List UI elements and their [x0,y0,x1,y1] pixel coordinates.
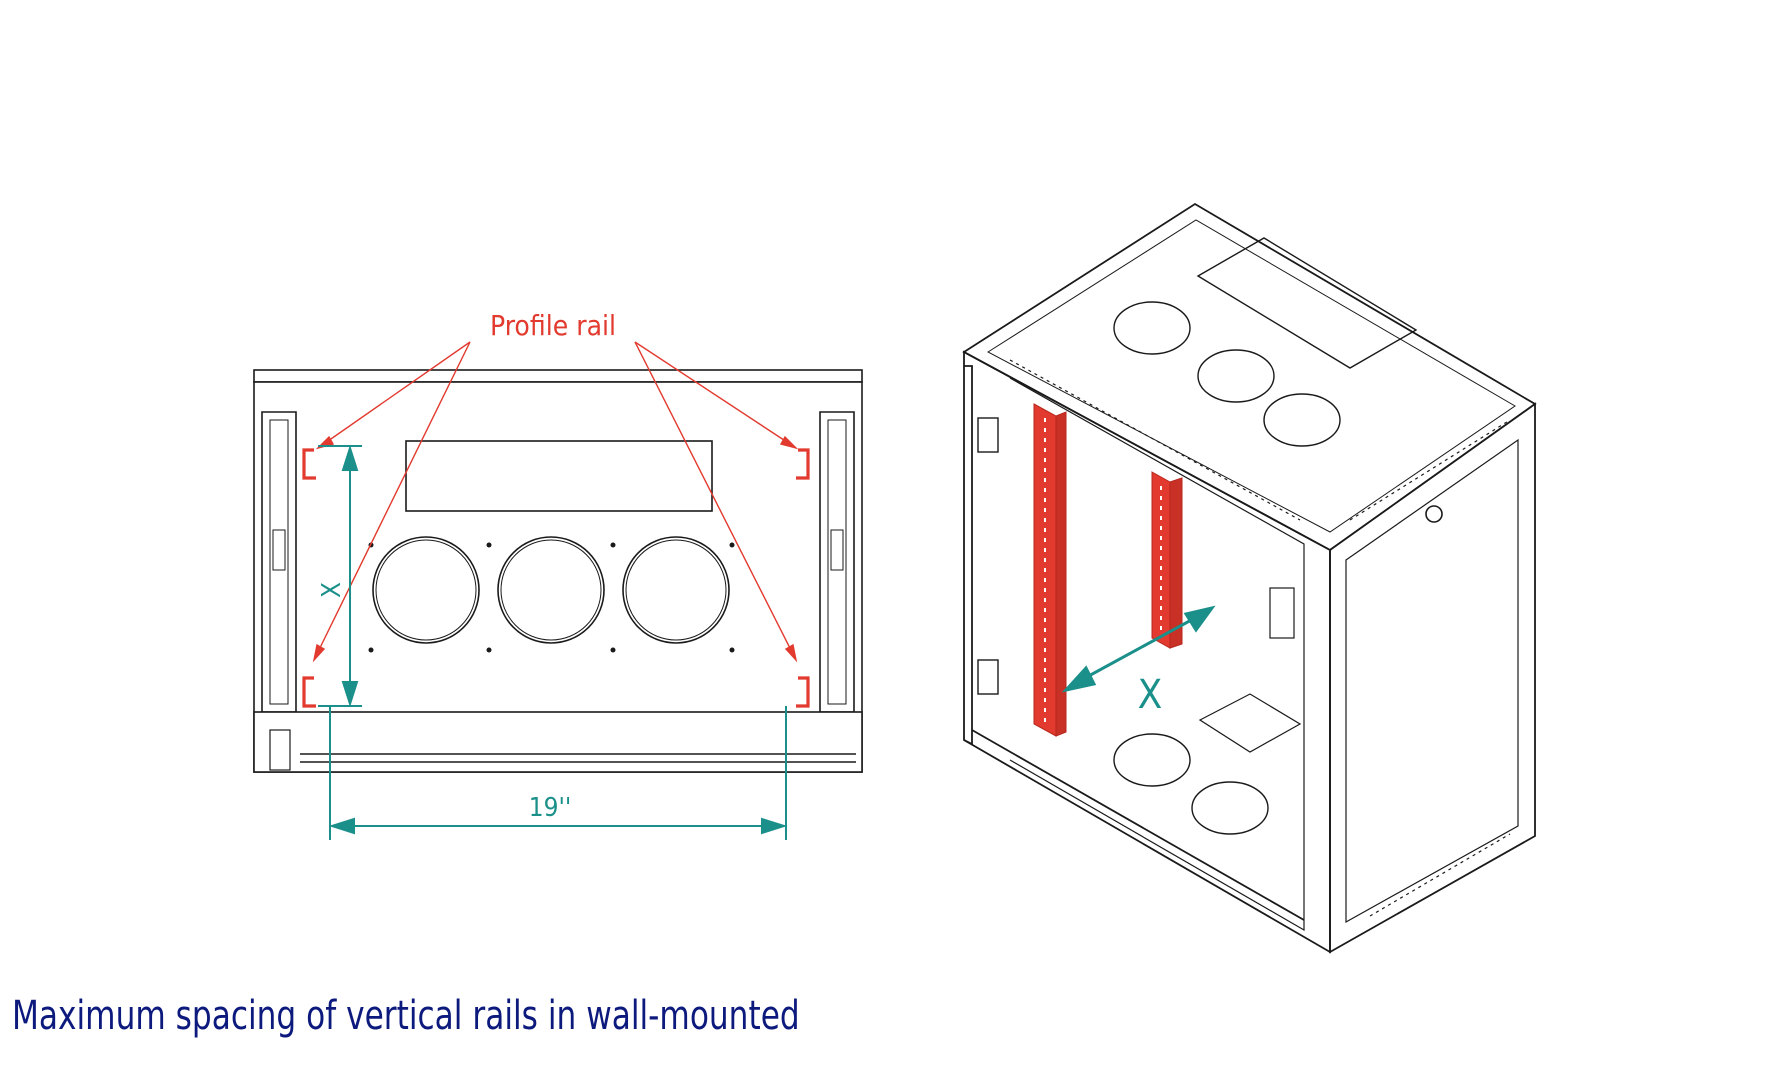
front-dimension-x [318,444,362,708]
profile-rail-leaders [312,341,799,663]
front-dimension-x-label: X [317,582,347,598]
front-view-cabinet [253,369,863,773]
lock-icon [1425,505,1443,523]
iso-view-hinges [977,417,999,695]
iso-dimension-x-label: X [1138,672,1163,718]
front-view-screw-holes [368,542,735,653]
diagram-caption: Maximum spacing of vertical rails in wal… [12,993,800,1039]
iso-dimension-x [1061,605,1216,693]
profile-rail-label: Profile rail [490,309,616,342]
front-view-profile-rails [302,448,810,708]
iso-view-cabinet [962,202,1537,954]
iso-view-rail-holes [1044,418,1162,722]
width-dimension-19-label: 19'' [529,793,572,823]
iso-view-vents [1009,359,1511,917]
width-dimension-19 [328,706,788,840]
